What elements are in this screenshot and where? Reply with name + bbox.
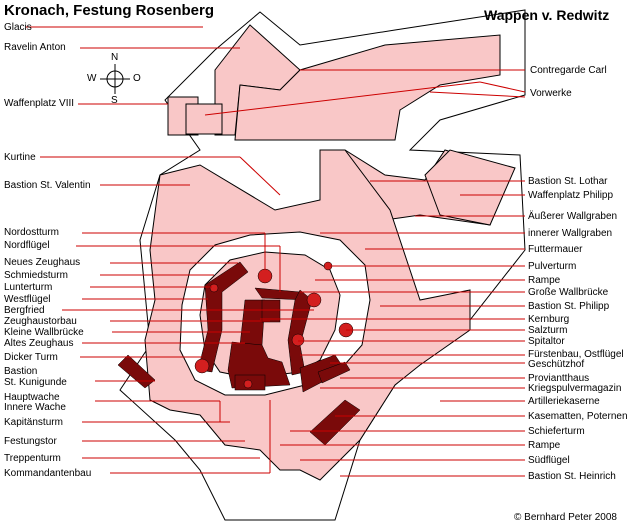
building-ostfluegel [287, 289, 313, 376]
tower-nordost [257, 268, 273, 284]
label-kapitaensturm: Kapitänsturm [4, 417, 63, 428]
label-fuerstenbau: Fürstenbau, Ostflügel [528, 349, 624, 360]
label-futtermauer: Futtermauer [528, 244, 583, 255]
leader-lines [26, 26, 526, 477]
label-pulverturm: Pulverturm [528, 261, 577, 272]
title-right: Wappen v. Redwitz [484, 7, 610, 23]
building-bastion-kunigunde [117, 354, 156, 389]
label-kasematten: Kasematten, Poternen [528, 411, 628, 422]
label-lunterturm: Lunterturm [4, 282, 53, 293]
label-contregarde-carl: Contregarde Carl [530, 65, 607, 76]
label-innere-wache: Innere Wache [4, 402, 66, 413]
label-aeusserer-wallgraben: Äußerer Wallgraben [528, 211, 618, 222]
label-nordfluegel: Nordflügel [4, 240, 50, 251]
label-dicker-turm: Dicker Turm [4, 352, 58, 363]
label-treppenturm: Treppenturm [4, 453, 61, 464]
tower-schmied [209, 283, 219, 293]
waffenplatz-philipp [424, 149, 516, 226]
label-schmiedsturm: Schmiedsturm [4, 270, 68, 281]
tower-kleiner [243, 379, 253, 389]
building-zeughaus [261, 299, 281, 323]
compass-w: W [87, 73, 97, 84]
label-waffenplatz-philipp: Waffenplatz Philipp [528, 190, 614, 201]
label-waffenplatz-viii: Waffenplatz VIII [4, 98, 75, 109]
label-bergfried: Bergfried [4, 305, 45, 316]
label-innerer-wallgraben: innerer Wallgraben [528, 228, 613, 239]
label-kriegspulvermagazin: Kriegspulvermagazin [528, 383, 622, 394]
label-rampe-1: Rampe [528, 275, 561, 286]
label-rampe-2: Rampe [528, 440, 561, 451]
label-zeughaustorbau: Zeughaustorbau [4, 316, 77, 327]
label-schieferturm: Schieferturm [528, 426, 585, 437]
title-left: Kronach, Festung Rosenberg [4, 2, 215, 19]
label-kurtine: Kurtine [4, 152, 36, 163]
compass-s: S [111, 95, 118, 106]
label-bastion: Bastion [4, 366, 38, 377]
tower-dicker [194, 358, 210, 374]
label-ravelin-anton: Ravelin Anton [4, 42, 66, 53]
label-suedfluegel: Südflügel [528, 455, 570, 466]
label-geschuetzhof: Geschützhof [528, 359, 585, 370]
contregarde-carl [234, 34, 501, 141]
compass-n: N [111, 52, 119, 63]
label-nordostturm: Nordostturm [4, 227, 60, 238]
label-spitaltor: Spitaltor [528, 336, 565, 347]
label-glacis: Glacis [4, 22, 32, 33]
label-kleine-wallbruecke: Kleine Wallbrücke [4, 327, 84, 338]
building-kasematten [309, 399, 361, 446]
label-proviantthaus: Proviantthaus [528, 373, 590, 384]
label-grosse-wallbruecke: Große Wallbrücke [528, 287, 609, 298]
building-proviant [317, 361, 351, 384]
copyright: © Bernhard Peter 2008 [514, 512, 617, 523]
tower-spital [291, 333, 305, 347]
label-kommandantenbau: Kommandantenbau [4, 468, 92, 479]
label-bastion-philipp: Bastion St. Philipp [528, 301, 610, 312]
label-bastion-valentin: Bastion St. Valentin [4, 180, 91, 191]
label-salzturm: Salzturm [528, 325, 568, 336]
label-altes-zeughaus: Altes Zeughaus [4, 338, 74, 349]
compass-o: O [133, 73, 141, 84]
tower-bergfried [306, 292, 322, 308]
label-festungstor: Festungstor [4, 436, 57, 447]
label-artilleriekaserne: Artilleriekaserne [528, 396, 600, 407]
compass-icon [100, 64, 130, 94]
label-bastion-lothar: Bastion St. Lothar [528, 176, 608, 187]
label-vorwerke: Vorwerke [530, 88, 572, 99]
waffenplatz-viii-b [185, 103, 223, 135]
label-st-kunigunde: St. Kunigunde [4, 377, 67, 388]
label-hauptwache: Hauptwache [4, 392, 60, 403]
label-westfluegel: Westflügel [4, 294, 51, 305]
label-neues-zeughaus: Neues Zeughaus [4, 257, 81, 268]
label-bastion-heinrich: Bastion St. Heinrich [528, 471, 616, 482]
label-kernburg: Kernburg [528, 314, 570, 325]
